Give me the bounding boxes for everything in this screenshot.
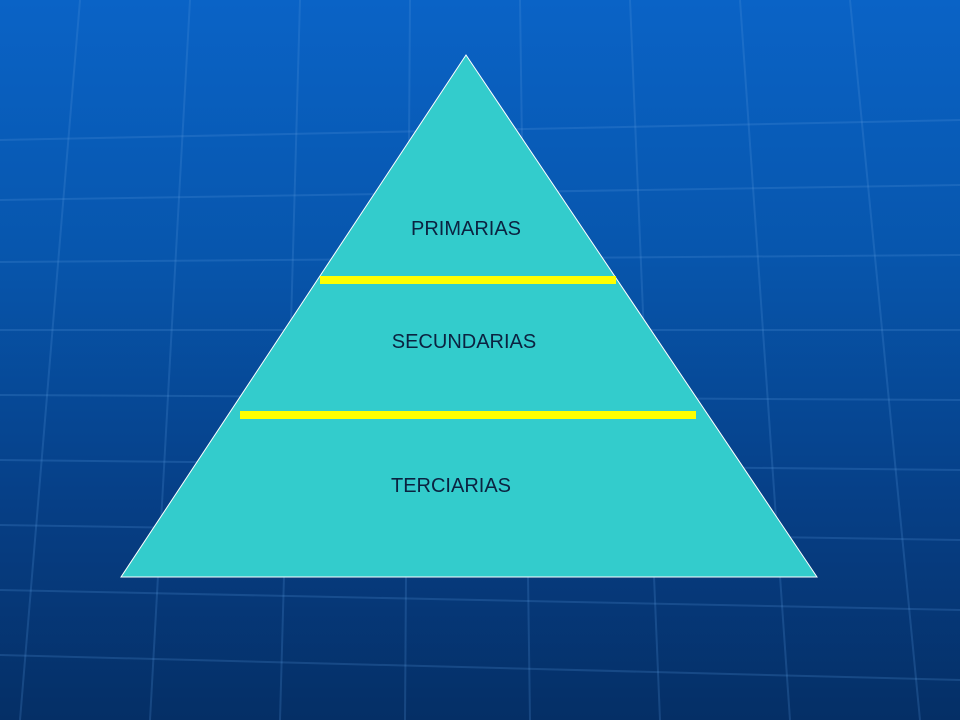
pyramid-shape: [120, 54, 818, 578]
tier-label-primarias: PRIMARIAS: [411, 218, 521, 240]
tier-label-terciarias: TERCIARIAS: [391, 475, 511, 497]
tier-label-secundarias: SECUNDARIAS: [392, 331, 536, 353]
divider-secondary-tertiary: [240, 411, 696, 419]
divider-primary-secondary: [320, 276, 616, 284]
